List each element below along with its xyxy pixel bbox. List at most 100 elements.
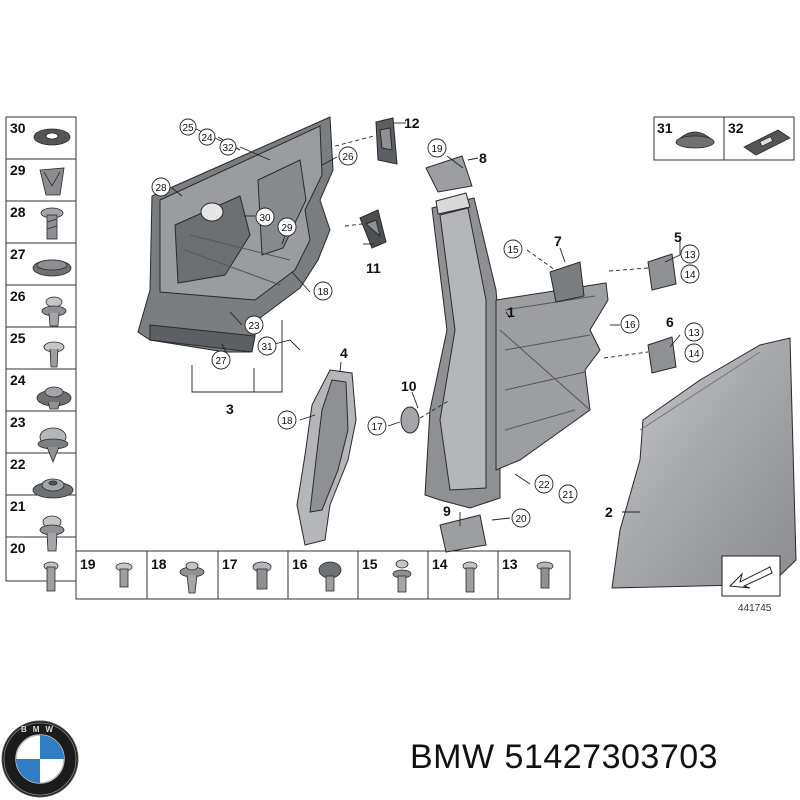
legend-number-32: 32	[728, 120, 744, 136]
part-number-8: 8	[479, 150, 487, 166]
callout-32: 32	[222, 143, 234, 154]
legend-number-19: 19	[80, 556, 96, 572]
bolt-icon	[536, 561, 554, 589]
trim-piece-part	[296, 369, 357, 546]
callout-21: 21	[562, 490, 574, 501]
legend-number-27: 27	[10, 246, 26, 262]
callout-25: 25	[182, 123, 194, 134]
clip-icon	[32, 478, 74, 499]
callout-17: 17	[371, 422, 383, 433]
callout-16: 16	[624, 320, 636, 331]
part-number-10: 10	[401, 378, 417, 394]
legend-number-13: 13	[502, 556, 518, 572]
legend-number-28: 28	[10, 204, 26, 220]
legend-number-31: 31	[657, 120, 673, 136]
part-number-5: 5	[674, 229, 682, 245]
reference-number: 441745	[738, 603, 772, 614]
part-number-1: 1	[507, 304, 515, 320]
bolt-icon	[115, 562, 133, 588]
plug-icon	[32, 259, 72, 277]
washer-icon	[33, 128, 71, 146]
callout-numbers: 25 24 32 26 28 30 29 18 23 27 31 19 15 1…	[155, 123, 700, 525]
legend-number-23: 23	[10, 414, 26, 430]
bmw-logo-icon: BMW	[1, 720, 79, 798]
callouts	[151, 118, 704, 528]
bottom-legend-numbers: 19 18 17 16 15 14 13	[80, 556, 518, 572]
rivet-icon	[41, 296, 67, 327]
push-pin-icon	[43, 341, 65, 368]
left-legend-parts	[32, 128, 74, 592]
hinge-part	[400, 155, 677, 553]
screw-icon	[318, 561, 342, 592]
bolt-icon	[43, 561, 59, 592]
callout-18: 18	[281, 416, 293, 427]
legend-number-24: 24	[10, 372, 26, 388]
part-number-9: 9	[443, 503, 451, 519]
clip-icon	[36, 386, 72, 410]
bolt-icon	[252, 561, 272, 590]
callout-14: 14	[688, 349, 700, 360]
inner-frame-part	[137, 116, 334, 353]
screw-icon	[40, 207, 64, 240]
part-number-12: 12	[404, 115, 420, 131]
part-number-2: 2	[605, 504, 613, 520]
legend-number-22: 22	[10, 456, 26, 472]
callout-13: 13	[688, 328, 700, 339]
part-number-7: 7	[554, 233, 562, 249]
leader-lines	[171, 122, 681, 526]
pillar-structure-part	[424, 192, 609, 509]
legend-number-15: 15	[362, 556, 378, 572]
callout-29: 29	[281, 223, 293, 234]
callout-26: 26	[342, 152, 354, 163]
legend-number-25: 25	[10, 330, 26, 346]
legend-number-30: 30	[10, 120, 26, 136]
bottom-legend-parts	[115, 559, 554, 594]
callout-23: 23	[248, 321, 260, 332]
callout-20: 20	[515, 514, 527, 525]
part-number-3: 3	[226, 401, 234, 417]
top-right-legend	[653, 116, 795, 161]
legend-number-29: 29	[10, 162, 26, 178]
door-panel-part	[611, 337, 797, 589]
callout-18: 18	[317, 287, 329, 298]
legend-number-17: 17	[222, 556, 238, 572]
callout-13: 13	[684, 250, 696, 261]
clip-icon	[39, 515, 65, 552]
callout-28: 28	[155, 183, 167, 194]
callout-24: 24	[201, 133, 213, 144]
part-number: 51427303703	[504, 738, 719, 776]
left-legend-numbers: 30 29 28 27 26 25 24 23 22 21 20	[10, 120, 26, 556]
bottom-legend	[75, 550, 571, 600]
callout-27: 27	[215, 356, 227, 367]
part-numbers: 12 11 3 8 1 7 5 6 4 10 9 2	[226, 115, 682, 520]
legend-number-26: 26	[10, 288, 26, 304]
callout-14: 14	[684, 270, 696, 281]
legend-number-21: 21	[10, 498, 26, 514]
bolt-icon	[392, 559, 412, 593]
legend-number-16: 16	[292, 556, 308, 572]
bolt-icon	[462, 561, 478, 593]
clip-icon	[179, 561, 205, 594]
callout-22: 22	[538, 480, 550, 491]
callout-19: 19	[431, 144, 443, 155]
cap-icon	[675, 131, 715, 149]
brand-part-number: BMW 51427303703	[410, 738, 718, 777]
gasket-icon	[743, 129, 791, 156]
clip-nut-icon	[39, 167, 65, 196]
clip-icon	[37, 427, 69, 464]
legend-number-14: 14	[432, 556, 448, 572]
part-number-4: 4	[340, 345, 348, 361]
brand-name: BMW	[410, 738, 495, 776]
reference-box	[721, 555, 781, 597]
bracket-12-part	[375, 117, 398, 165]
callout-30: 30	[259, 213, 271, 224]
legend-number-18: 18	[151, 556, 167, 572]
callout-15: 15	[507, 245, 519, 256]
bracket-11-part	[359, 209, 387, 249]
svg-text:BMW: BMW	[21, 725, 59, 734]
legend-number-20: 20	[10, 540, 26, 556]
callout-31: 31	[261, 342, 273, 353]
part-number-11: 11	[366, 260, 381, 276]
part-number-6: 6	[666, 314, 674, 330]
